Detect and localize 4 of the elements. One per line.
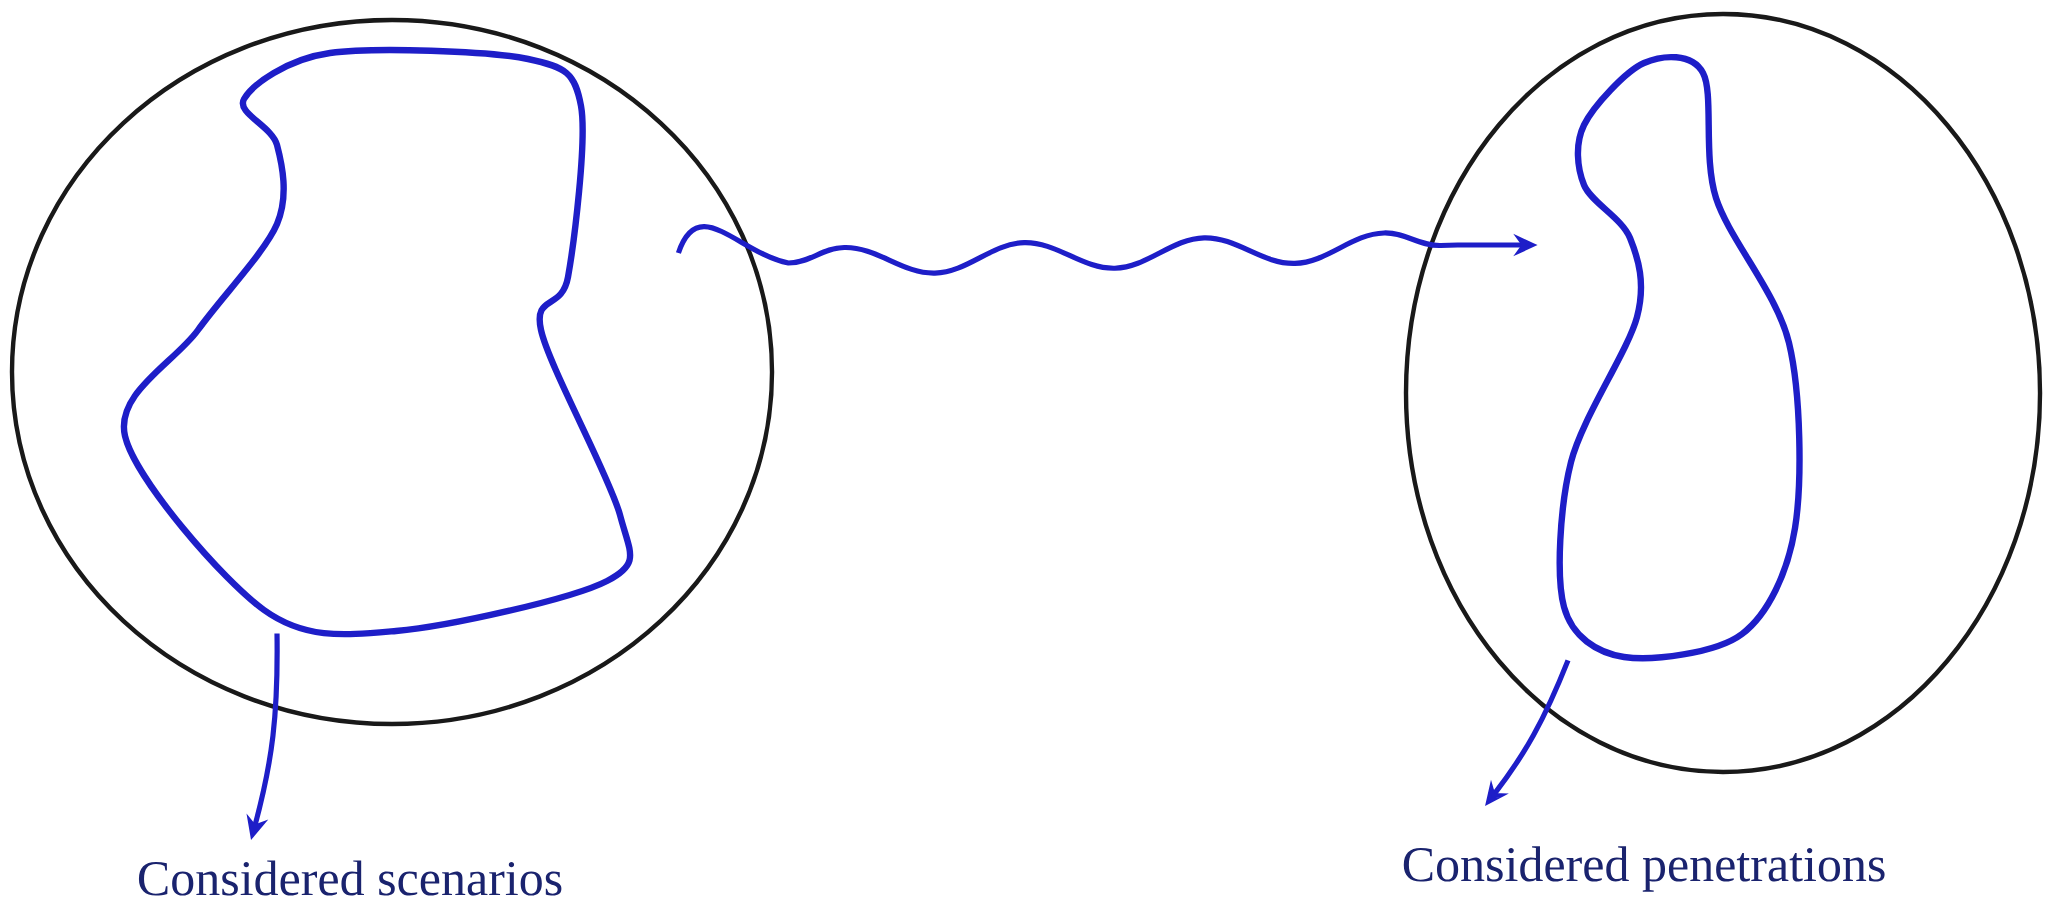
subset-outline — [120, 46, 634, 638]
caption-text: Considered scenarios — [138, 860, 562, 896]
subset-outline — [1556, 53, 1803, 662]
caption-text: Considered penetrations — [1403, 846, 1885, 892]
